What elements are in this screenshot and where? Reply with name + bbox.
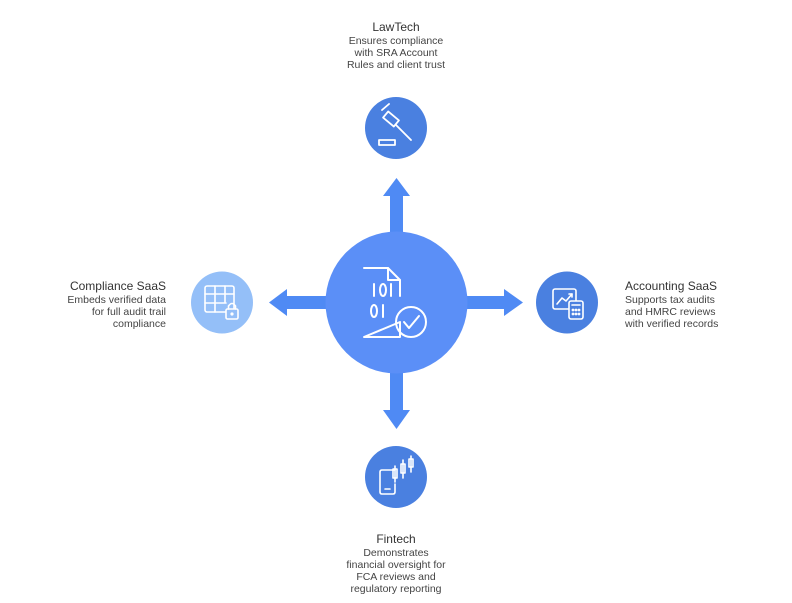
arrow-down <box>383 370 410 429</box>
arrow-up <box>383 178 410 240</box>
fintech-title: Fintech <box>376 532 416 546</box>
node-compliance <box>191 271 253 334</box>
label-lawtech: LawTech Ensures compliance with SRA Acco… <box>316 20 476 71</box>
lawtech-desc-line: Rules and client trust <box>346 59 446 71</box>
compliance-desc-line: for full audit trail <box>91 306 166 318</box>
lawtech-title: LawTech <box>372 20 420 34</box>
arrow-left <box>269 289 335 316</box>
hub-node <box>325 231 468 374</box>
fintech-desc-line: regulatory reporting <box>350 583 442 595</box>
label-fintech: Fintech Demonstrates financial oversight… <box>316 532 476 595</box>
lawtech-desc: Ensures compliance with SRA Account Rule… <box>316 35 476 71</box>
accounting-desc: Supports tax audits and HMRC reviews wit… <box>625 294 785 330</box>
label-accounting: Accounting SaaS Supports tax audits and … <box>625 279 785 330</box>
fintech-desc: Demonstrates financial oversight for FCA… <box>316 547 476 595</box>
fintech-desc-line: financial oversight for <box>346 559 446 571</box>
node-lawtech <box>365 97 427 159</box>
fintech-desc-line: FCA reviews and <box>356 571 436 583</box>
gavel-icon <box>378 103 412 146</box>
table-lock-icon <box>204 285 239 320</box>
compliance-desc-line: compliance <box>112 318 166 330</box>
mobile-candlestick-icon <box>379 455 414 495</box>
lawtech-desc-line: with SRA Account <box>354 47 438 59</box>
accounting-desc-line: Supports tax audits <box>625 294 715 306</box>
binary-document-check-icon <box>363 267 427 338</box>
node-fintech <box>365 446 427 508</box>
compliance-title: Compliance SaaS <box>69 279 166 293</box>
node-accounting <box>536 271 598 334</box>
accounting-desc-line: with verified records <box>625 318 719 330</box>
lawtech-desc-line: Ensures compliance <box>348 35 444 47</box>
label-compliance: Compliance SaaS Embeds verified data for… <box>10 279 166 330</box>
chart-calculator-icon <box>552 288 584 320</box>
accounting-desc-line: and HMRC reviews <box>625 306 716 318</box>
fintech-desc-line: Demonstrates <box>363 547 429 559</box>
arrow-right <box>458 289 523 316</box>
compliance-desc: Embeds verified data for full audit trai… <box>10 294 166 330</box>
compliance-desc-line: Embeds verified data <box>67 294 166 306</box>
accounting-title: Accounting SaaS <box>625 279 718 293</box>
